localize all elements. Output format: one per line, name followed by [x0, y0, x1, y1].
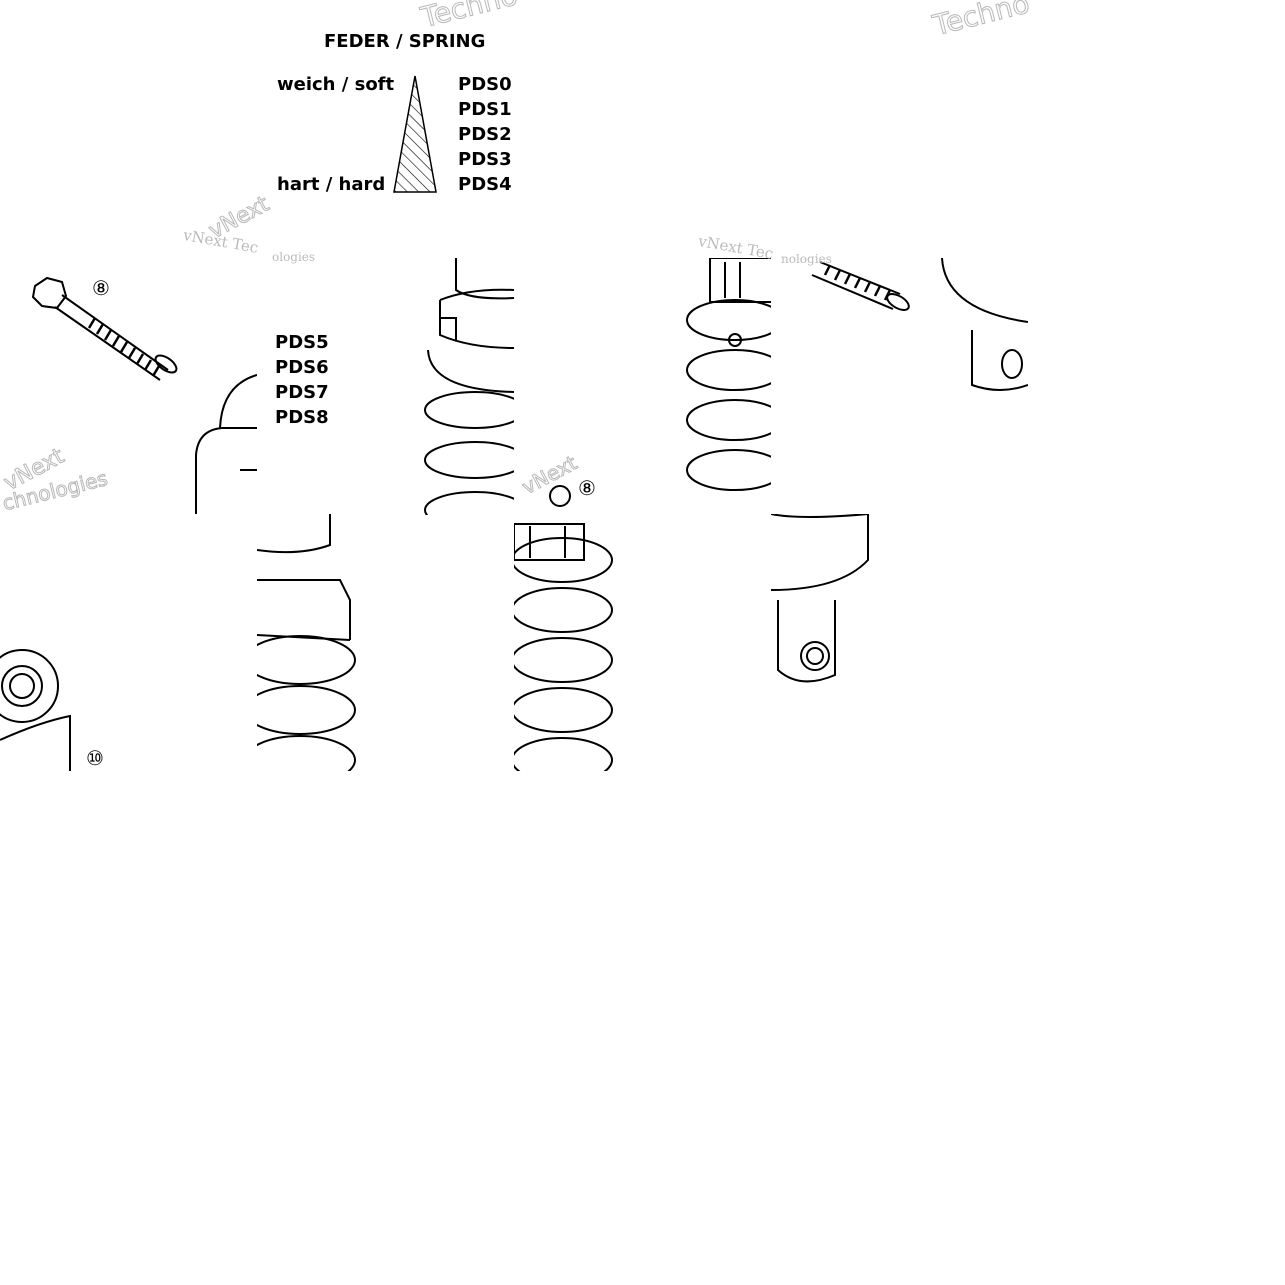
callout-bolt: ⑧	[92, 276, 110, 300]
callout-mount: ⑩	[86, 746, 104, 770]
bolt-icon	[31, 276, 178, 381]
legend-title: FEDER / SPRING	[324, 31, 486, 52]
spring-grade: PDS0	[458, 74, 512, 95]
callout-bolt: ⑧	[578, 476, 596, 500]
soft-label: weich / soft	[277, 74, 395, 95]
watermark: ologies	[272, 250, 316, 264]
spring-grade: PDS3	[458, 149, 512, 170]
wedge-icon	[393, 75, 437, 193]
spring-grade: PDS2	[458, 124, 512, 145]
spring-grade: PDS4	[458, 174, 512, 195]
spring-grade: PDS8	[275, 407, 329, 428]
spring-grade: PDS5	[275, 332, 329, 353]
spring-grade: PDS7	[275, 382, 329, 403]
spring-grade: PDS6	[275, 357, 329, 378]
hard-label: hart / hard	[277, 174, 386, 195]
spring-grade: PDS1	[458, 99, 512, 120]
watermark: nologies	[781, 252, 832, 266]
